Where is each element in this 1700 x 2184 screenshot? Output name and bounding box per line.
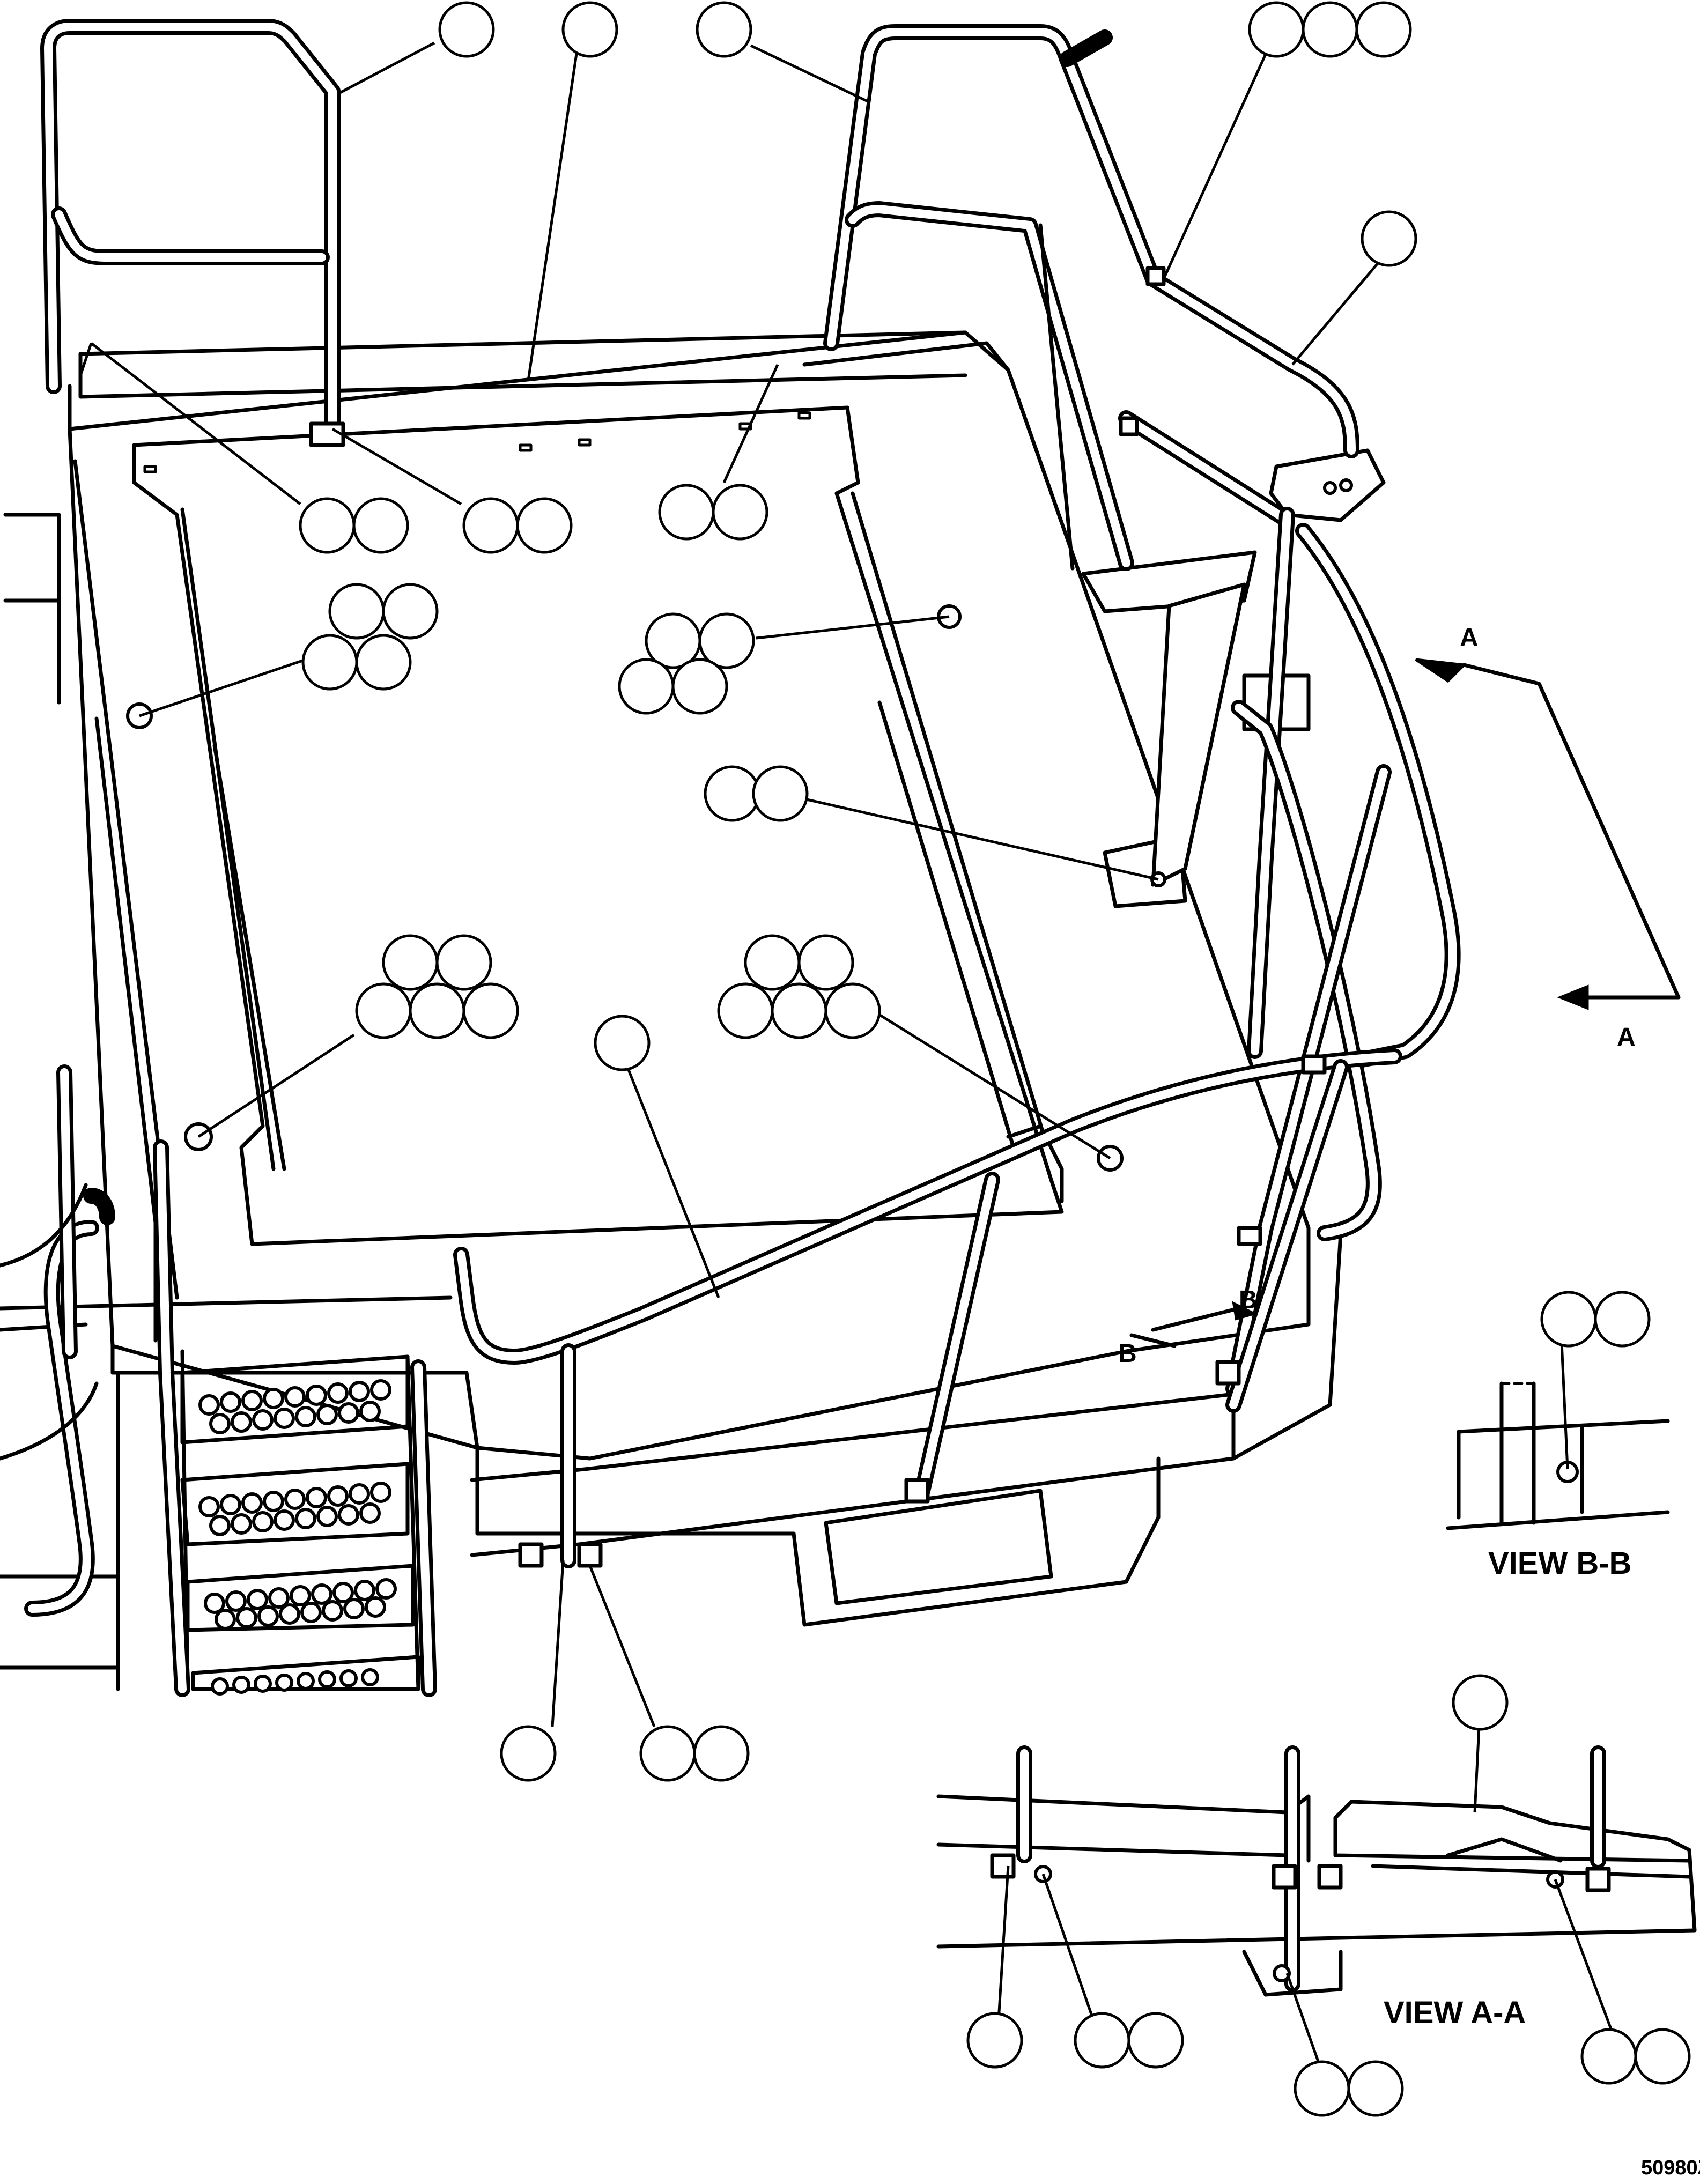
handrails bbox=[40, 19, 1461, 1568]
drawing-number: 50980Z bbox=[1641, 2157, 1700, 2179]
view-a-a-detail: VIEW A-A bbox=[936, 1745, 1697, 2030]
view-a-a-title: VIEW A-A bbox=[1384, 1995, 1526, 2030]
stair-tread-holes bbox=[198, 1379, 397, 1696]
section-marker-a-top: A bbox=[1460, 624, 1479, 652]
section-b-arrows: B B bbox=[1118, 1286, 1258, 1368]
section-marker-b-right: B bbox=[1239, 1286, 1258, 1314]
access-stairs bbox=[0, 1064, 453, 1697]
section-marker-a-bottom: A bbox=[1617, 1023, 1636, 1052]
section-a-arrows: A A bbox=[1415, 624, 1681, 1052]
callout-leaders bbox=[79, 41, 1616, 2065]
callout-bubbles bbox=[299, 1, 1691, 2117]
section-marker-b-left: B bbox=[1118, 1339, 1137, 1368]
view-b-b-detail: VIEW B-B bbox=[1446, 1381, 1670, 1581]
view-b-b-title: VIEW B-B bbox=[1488, 1546, 1631, 1581]
